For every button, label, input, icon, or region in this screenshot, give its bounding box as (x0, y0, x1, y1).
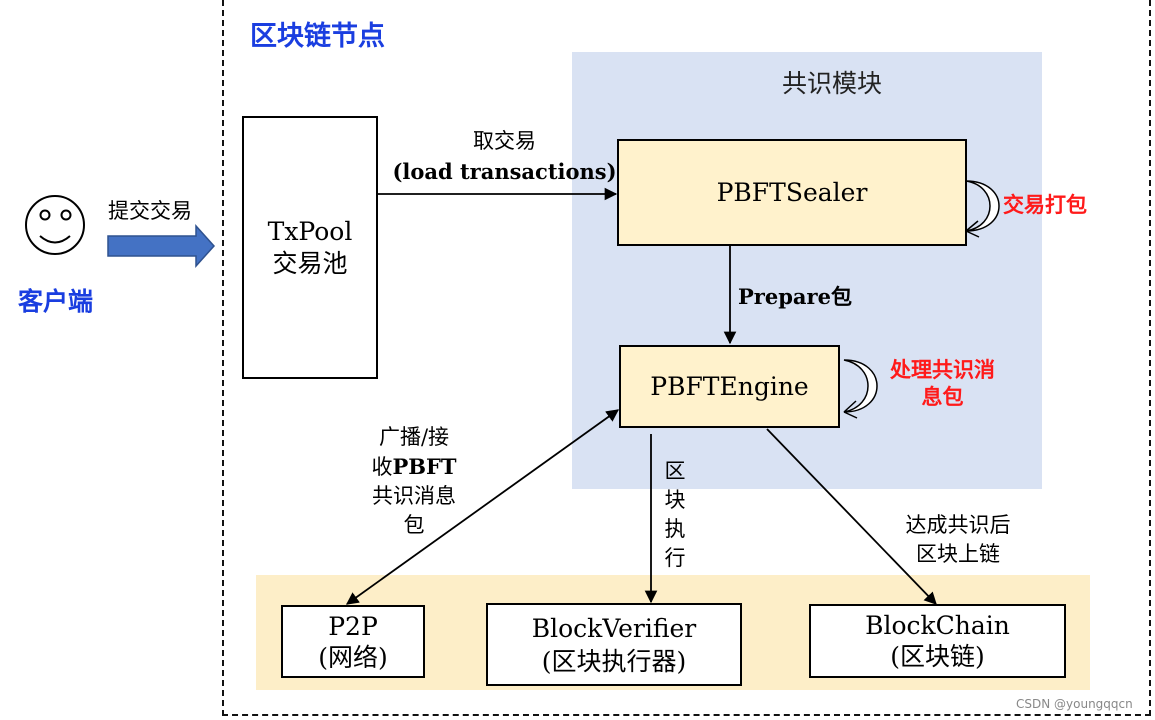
submit-transactions-label: 提交交易 (108, 199, 192, 223)
p2p-name: P2P (328, 611, 378, 641)
txpool-box: TxPool 交易池 (242, 116, 378, 379)
client-smiley-icon (25, 195, 85, 255)
commit-line1: 达成共识后 (905, 513, 1011, 537)
pbft-engine-box: PBFTEngine (619, 345, 840, 428)
txpool-name: TxPool (267, 216, 353, 246)
execute-char-4: 行 (664, 546, 686, 570)
p2p-subtitle: (网络) (318, 642, 388, 672)
load-transactions-cn: 取交易 (473, 129, 536, 153)
broadcast-line2: 收PBFT (352, 452, 476, 482)
broadcast-line1: 广播/接 (378, 425, 450, 449)
engine-self-label-line1: 处理共识消 (890, 357, 995, 382)
execute-char-3: 执 (664, 517, 686, 541)
commit-line2: 区块上链 (916, 542, 1000, 566)
prepare-label-cn: 包 (830, 284, 852, 309)
broadcast-line3: 共识消息 (372, 484, 456, 508)
block-verifier-name: BlockVerifier (531, 613, 697, 643)
broadcast-line4: 包 (403, 513, 425, 537)
engine-self-label: 处理共识消 息包 (880, 356, 1005, 410)
watermark: CSDN @youngqqcn (1016, 697, 1133, 711)
sealer-self-label: 交易打包 (1003, 192, 1087, 217)
p2p-box: P2P (网络) (281, 605, 425, 678)
load-transactions-label: 取交易 (load transactions) (392, 128, 617, 185)
pbft-sealer-box: PBFTSealer (617, 139, 967, 246)
broadcast-arrow (345, 409, 620, 605)
blockchain-node-frame (222, 0, 1151, 716)
client-label: 客户端 (18, 287, 94, 316)
pbft-sealer-label: PBFTSealer (716, 177, 868, 207)
execute-char-2: 块 (664, 488, 686, 512)
submit-arrow (107, 224, 216, 268)
prepare-label-en: Prepare (738, 284, 831, 309)
consensus-module-title: 共识模块 (781, 69, 882, 98)
block-chain-name: BlockChain (865, 611, 1010, 640)
txpool-subtitle: 交易池 (272, 248, 348, 278)
broadcast-line2-pbft: PBFT (392, 454, 457, 479)
engine-self-loop-icon (843, 359, 878, 419)
broadcast-label: 广播/接 收PBFT 共识消息 包 (352, 423, 476, 540)
pbft-engine-label: PBFTEngine (650, 371, 809, 401)
prepare-label: Prepare包 (738, 283, 852, 310)
execute-char-1: 区 (664, 459, 686, 483)
block-chain-subtitle: (区块链) (890, 642, 985, 671)
commit-arrow (766, 428, 937, 605)
broadcast-line2-cn: 收 (371, 455, 393, 479)
execute-label: 区 块 执 行 (662, 457, 688, 573)
blockchain-node-title: 区块链节点 (250, 21, 385, 52)
block-verifier-subtitle: (区块执行器) (541, 646, 687, 676)
commit-label: 达成共识后 区块上链 (890, 511, 1026, 569)
block-chain-box: BlockChain (区块链) (809, 604, 1066, 678)
sealer-self-loop-icon (965, 180, 1000, 238)
engine-self-label-line2: 息包 (921, 384, 964, 409)
load-transactions-en: (load transactions) (392, 159, 617, 184)
block-verifier-box: BlockVerifier (区块执行器) (486, 603, 742, 686)
